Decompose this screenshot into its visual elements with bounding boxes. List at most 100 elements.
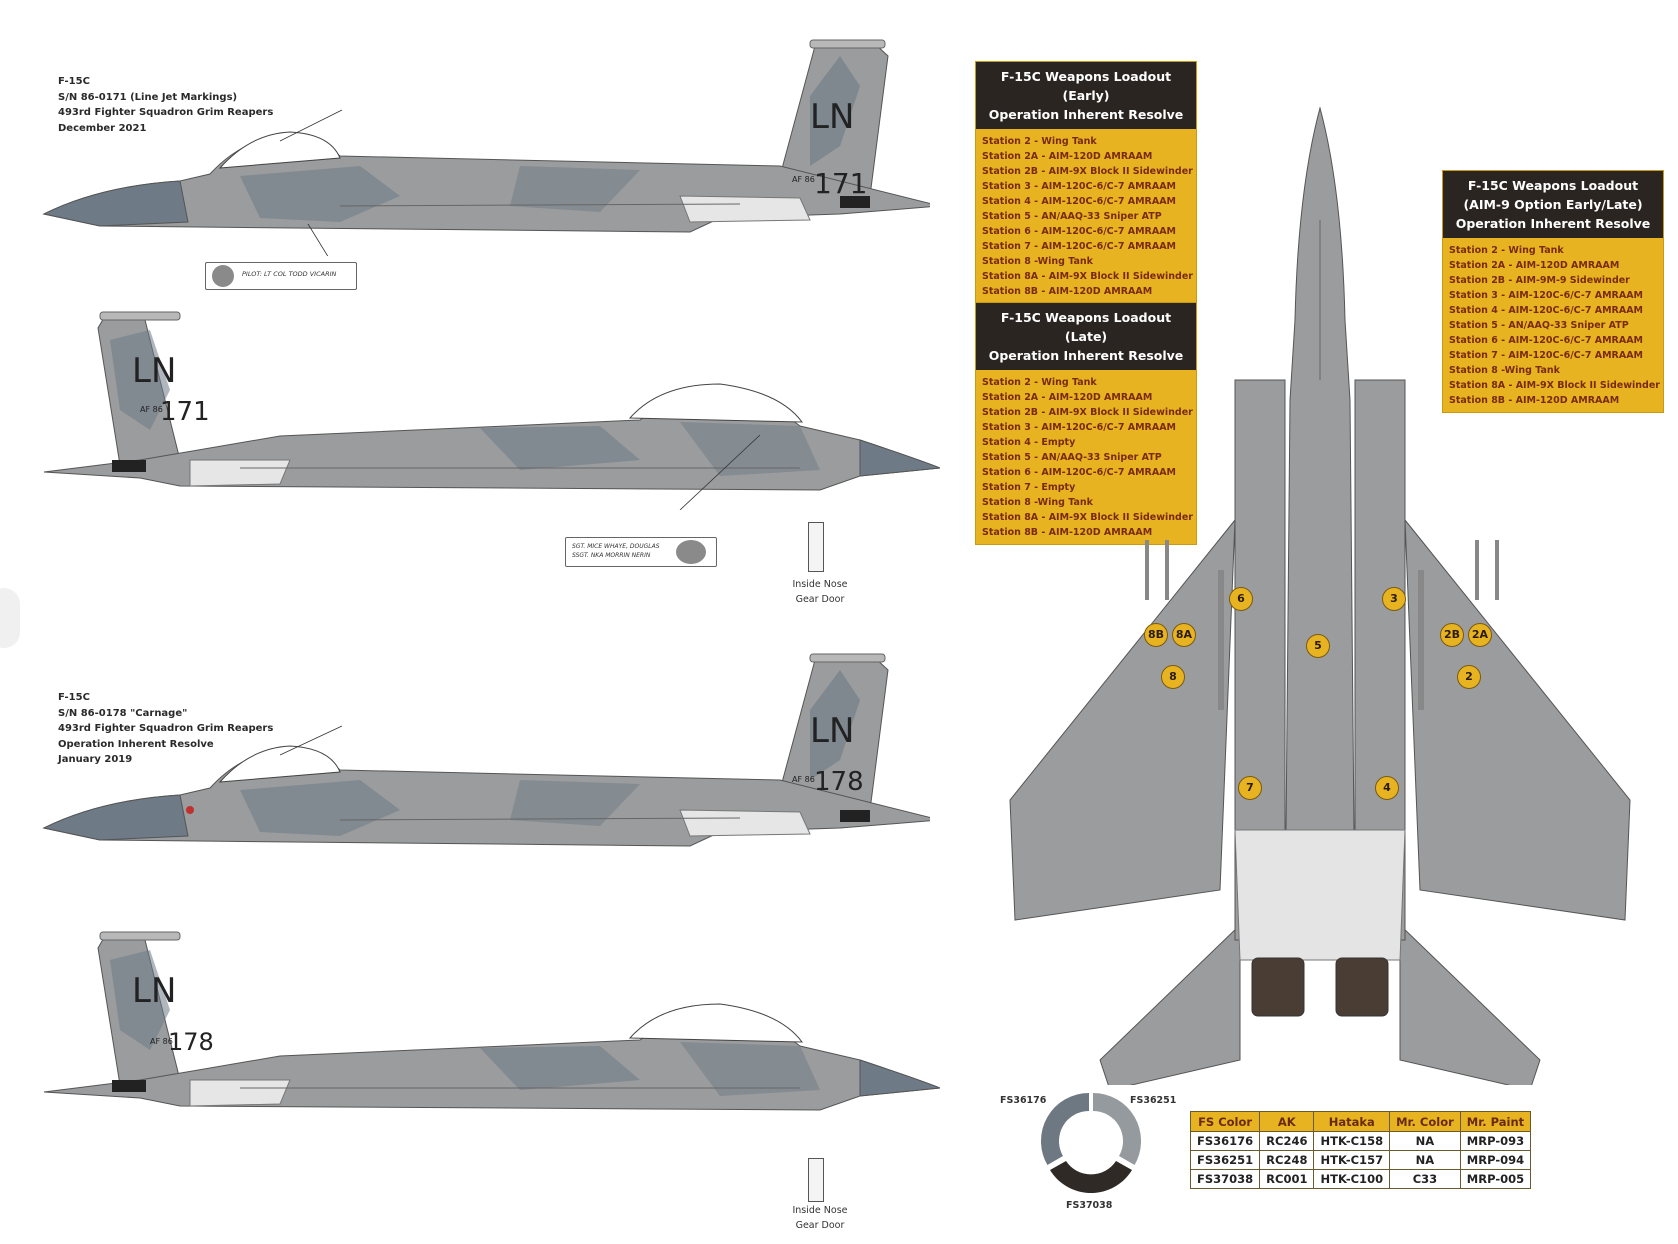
list-item: Station 8B - AIM-120D AMRAAM (982, 527, 1153, 538)
profile4-tail-small: AF 86 (150, 1037, 173, 1046)
list-item: Station 6 - AIM-120C-6/C-7 AMRAAM (982, 467, 1177, 478)
loadout-late-list: Station 2 - Wing Tank Station 2A - AIM-1… (976, 370, 1196, 544)
profile2-tail-small: AF 86 (140, 405, 163, 414)
table-cell: HTK-C100 (1313, 1169, 1391, 1189)
profile4-tail-serial: 178 (168, 1028, 214, 1056)
profile1-caption: F-15C S/N 86-0171 (Line Jet Markings) 49… (58, 74, 273, 136)
profile1-aircraft: LN 171 AF 86 (42, 39, 930, 256)
aircraft-side-view (42, 653, 930, 847)
aircraft-side-view (42, 39, 930, 233)
list-item: Station 3 - AIM-120C-6/C-7 AMRAAM (982, 181, 1177, 192)
list-item: Station 2A - AIM-120D AMRAAM (1449, 260, 1620, 271)
callout-text: SGT. MICE WHAYE, DOUGLAS SSGT. NKA MORRI… (572, 542, 660, 560)
profile3-caption: F-15C S/N 86-0178 "Carnage" 493rd Fighte… (58, 690, 273, 768)
caption-line: 493rd Fighter Squadron Grim Reapers (58, 723, 274, 734)
list-item: Station 4 - Empty (982, 437, 1076, 448)
table-row: FS36176 RC246 HTK-C158 NA MRP-093 (1189, 1131, 1532, 1151)
swatch-fill (1050, 1161, 1132, 1193)
list-item: Station 6 - AIM-120C-6/C-7 AMRAAM (1449, 335, 1644, 346)
station-marker: 8A (1172, 623, 1196, 647)
profile1-tail-serial: 171 (814, 167, 867, 200)
table-cell: FS36176 (1189, 1131, 1261, 1151)
list-item: Station 2B - AIM-9X Block II Sidewinder (982, 407, 1193, 418)
column-header: Mr. Paint (1459, 1111, 1532, 1132)
aircraft-side-view (43, 931, 940, 1111)
gear-door-label-1: Inside Nose Gear Door (788, 577, 852, 607)
color-swatch-ring (1040, 1093, 1141, 1193)
loadout-aim9-box: F-15C Weapons Loadout (AIM-9 Option Earl… (1442, 170, 1664, 413)
gear-door-icon (808, 522, 824, 572)
table-cell: RC001 (1259, 1169, 1315, 1189)
list-item: Station 3 - AIM-120C-6/C-7 AMRAAM (1449, 290, 1644, 301)
grim-reaper-icon (212, 265, 234, 287)
loadout-late-box: F-15C Weapons Loadout (Late) Operation I… (975, 302, 1197, 545)
callout-line: SGT. MICE WHAYE, DOUGLAS (572, 543, 660, 550)
station-marker: 2A (1468, 623, 1492, 647)
callout-text: PILOT: LT COL TODD VICARIN (242, 270, 337, 278)
loadout-early-list: Station 2 - Wing Tank Station 2A - AIM-1… (976, 129, 1196, 303)
aircraft-side-view (43, 311, 940, 491)
profile3-aircraft: LN 178 AF 86 (42, 653, 930, 847)
list-item: Station 4 - AIM-120C-6/C-7 AMRAAM (1449, 305, 1644, 316)
list-item: Station 8A - AIM-9X Block II Sidewinder (1449, 380, 1660, 391)
profile3-tail-small: AF 86 (792, 775, 815, 784)
station-marker: 6 (1229, 587, 1253, 611)
caption-line: December 2021 (58, 122, 147, 134)
list-item: Station 2 - Wing Tank (982, 377, 1097, 388)
label-line: Gear Door (795, 594, 845, 605)
station-marker: 7 (1238, 776, 1262, 800)
swatch-segment-fs37038 (1050, 1161, 1132, 1193)
table-cell: FS36251 (1189, 1150, 1261, 1170)
loadout-late-header: F-15C Weapons Loadout (Late) Operation I… (976, 303, 1196, 370)
profile1-tail-code: LN (810, 97, 854, 137)
table-cell: C33 (1389, 1169, 1461, 1189)
table-cell: RC248 (1259, 1150, 1315, 1170)
list-item: Station 8 -Wing Tank (982, 256, 1093, 267)
list-item: Station 5 - AN/AAQ-33 Sniper ATP (982, 452, 1162, 463)
gear-door-label-2: Inside Nose Gear Door (788, 1203, 852, 1233)
caption-line: 493rd Fighter Squadron Grim Reapers (58, 107, 274, 118)
caption-line: S/N 86-0171 (Line Jet Markings) (58, 91, 238, 103)
label-line: Inside Nose (792, 579, 848, 590)
list-item: Station 8A - AIM-9X Block II Sidewinder (982, 512, 1193, 523)
station-marker: 8 (1161, 665, 1185, 689)
table-cell: RC246 (1259, 1131, 1315, 1151)
profile4-tail-code: LN (132, 971, 176, 1011)
swatch-label: FS36176 (1000, 1095, 1047, 1106)
station-marker: 8B (1144, 623, 1168, 647)
list-item: Station 5 - AN/AAQ-33 Sniper ATP (982, 211, 1162, 222)
aircraft-plan-view (1009, 106, 1631, 1085)
table-cell: HTK-C158 (1313, 1131, 1391, 1151)
list-item: Station 2A - AIM-120D AMRAAM (982, 151, 1153, 162)
list-item: Station 8A - AIM-9X Block II Sidewinder (982, 271, 1193, 282)
table-row: FS37038 RC001 HTK-C100 C33 MRP-005 (1189, 1169, 1532, 1189)
callout-line: SSGT. NKA MORRIN NERIN (572, 552, 651, 559)
table-header-row: FS Color AK Hataka Mr. Color Mr. Paint (1189, 1111, 1532, 1132)
column-header: AK (1259, 1111, 1315, 1132)
column-header: Hataka (1313, 1111, 1391, 1132)
header-line: F-15C Weapons Loadout (Early) (1000, 69, 1172, 103)
header-line: (AIM-9 Option Early/Late) (1463, 197, 1643, 212)
header-line: Operation Inherent Resolve (988, 348, 1184, 363)
header-line: F-15C Weapons Loadout (Late) (1000, 310, 1172, 344)
list-item: Station 7 - AIM-120C-6/C-7 AMRAAM (982, 241, 1177, 252)
table-cell: MRP-005 (1459, 1169, 1532, 1189)
loadout-early-box: F-15C Weapons Loadout (Early) Operation … (975, 61, 1197, 304)
station-marker: 4 (1375, 776, 1399, 800)
header-line: Operation Inherent Resolve (988, 107, 1184, 122)
list-item: Station 2 - Wing Tank (982, 136, 1097, 147)
station-marker: 2 (1457, 665, 1481, 689)
list-item: Station 8 -Wing Tank (1449, 365, 1560, 376)
loadout-aim9-list: Station 2 - Wing Tank Station 2A - AIM-1… (1443, 238, 1663, 412)
profile2-callout: SGT. MICE WHAYE, DOUGLAS SSGT. NKA MORRI… (565, 537, 717, 567)
swatch-fill (1093, 1093, 1141, 1165)
profile2-tail-code: LN (132, 351, 176, 391)
station-marker: 3 (1382, 587, 1406, 611)
profile3-tail-serial: 178 (814, 767, 864, 797)
swatch-label: FS36251 (1130, 1095, 1177, 1106)
label-line: Inside Nose (792, 1205, 848, 1216)
list-item: Station 2A - AIM-120D AMRAAM (982, 392, 1153, 403)
caption-line: F-15C (58, 76, 90, 87)
profile2-aircraft: LN 171 AF 86 (43, 311, 940, 510)
profile2-tail-serial: 171 (160, 397, 210, 427)
